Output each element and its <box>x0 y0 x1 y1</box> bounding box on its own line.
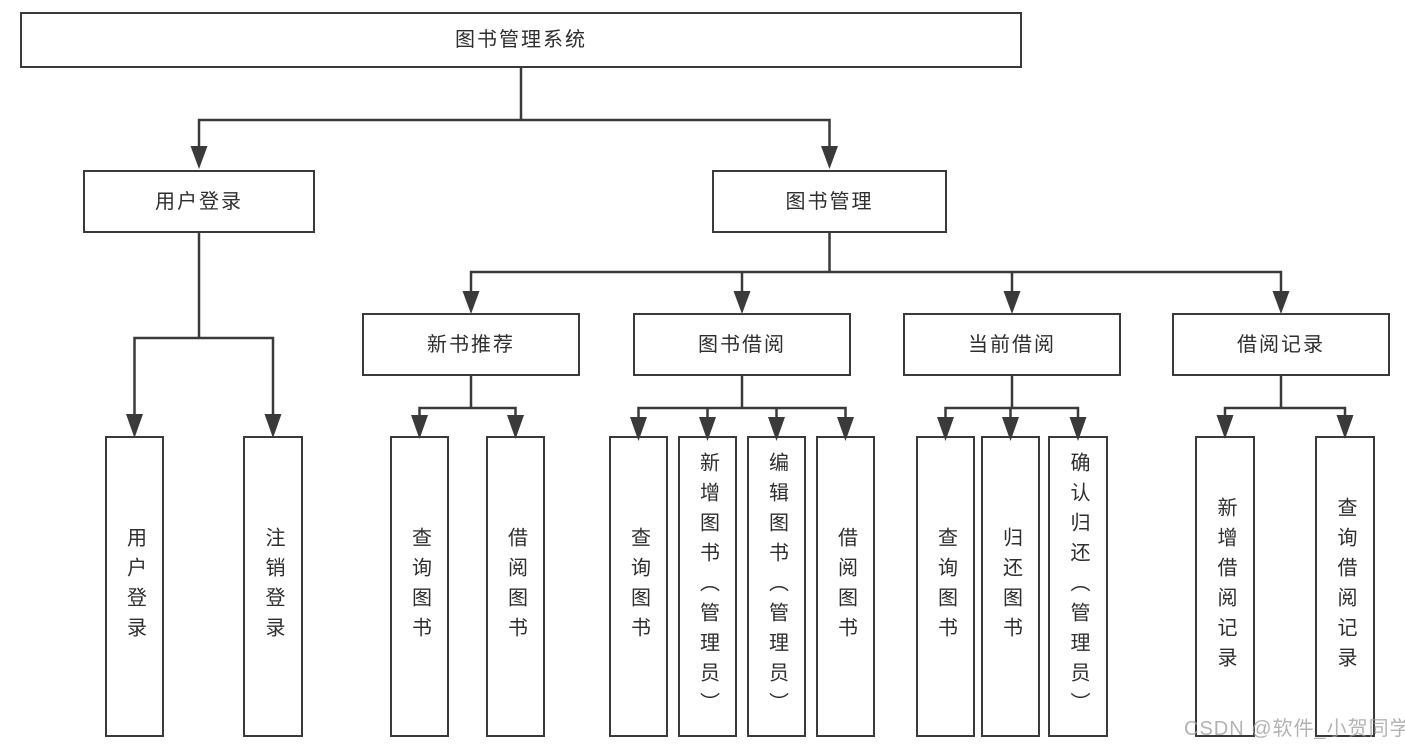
leaf-borrow-books-borrowing: 借阅图书 <box>816 436 875 737</box>
node-borrowing-records: 借阅记录 <box>1172 313 1390 376</box>
node-current-borrowing: 当前借阅 <box>903 313 1121 376</box>
node-user-login: 用户登录 <box>83 170 315 233</box>
leaf-logout: 注销登录 <box>243 436 303 737</box>
leaf-query-borrow-record: 查询借阅记录 <box>1315 436 1375 737</box>
leaf-add-borrow-record: 新增借阅记录 <box>1195 436 1255 737</box>
leaf-confirm-return-admin: 确认归还（管理员） <box>1048 436 1108 737</box>
leaf-query-books-recommend: 查询图书 <box>390 436 449 737</box>
leaf-user-login: 用户登录 <box>105 436 164 737</box>
node-book-borrowing: 图书借阅 <box>633 313 851 376</box>
leaf-query-books-current: 查询图书 <box>916 436 975 737</box>
node-new-book-recommend: 新书推荐 <box>362 313 580 376</box>
leaf-borrow-books-recommend: 借阅图书 <box>486 436 545 737</box>
leaf-return-books: 归还图书 <box>981 436 1040 737</box>
leaf-query-books-borrowing: 查询图书 <box>609 436 668 737</box>
node-root-system: 图书管理系统 <box>20 12 1022 68</box>
leaf-edit-books-admin: 编辑图书（管理员） <box>747 436 806 737</box>
leaf-add-books-admin: 新增图书（管理员） <box>678 436 737 737</box>
node-book-management: 图书管理 <box>712 170 947 233</box>
